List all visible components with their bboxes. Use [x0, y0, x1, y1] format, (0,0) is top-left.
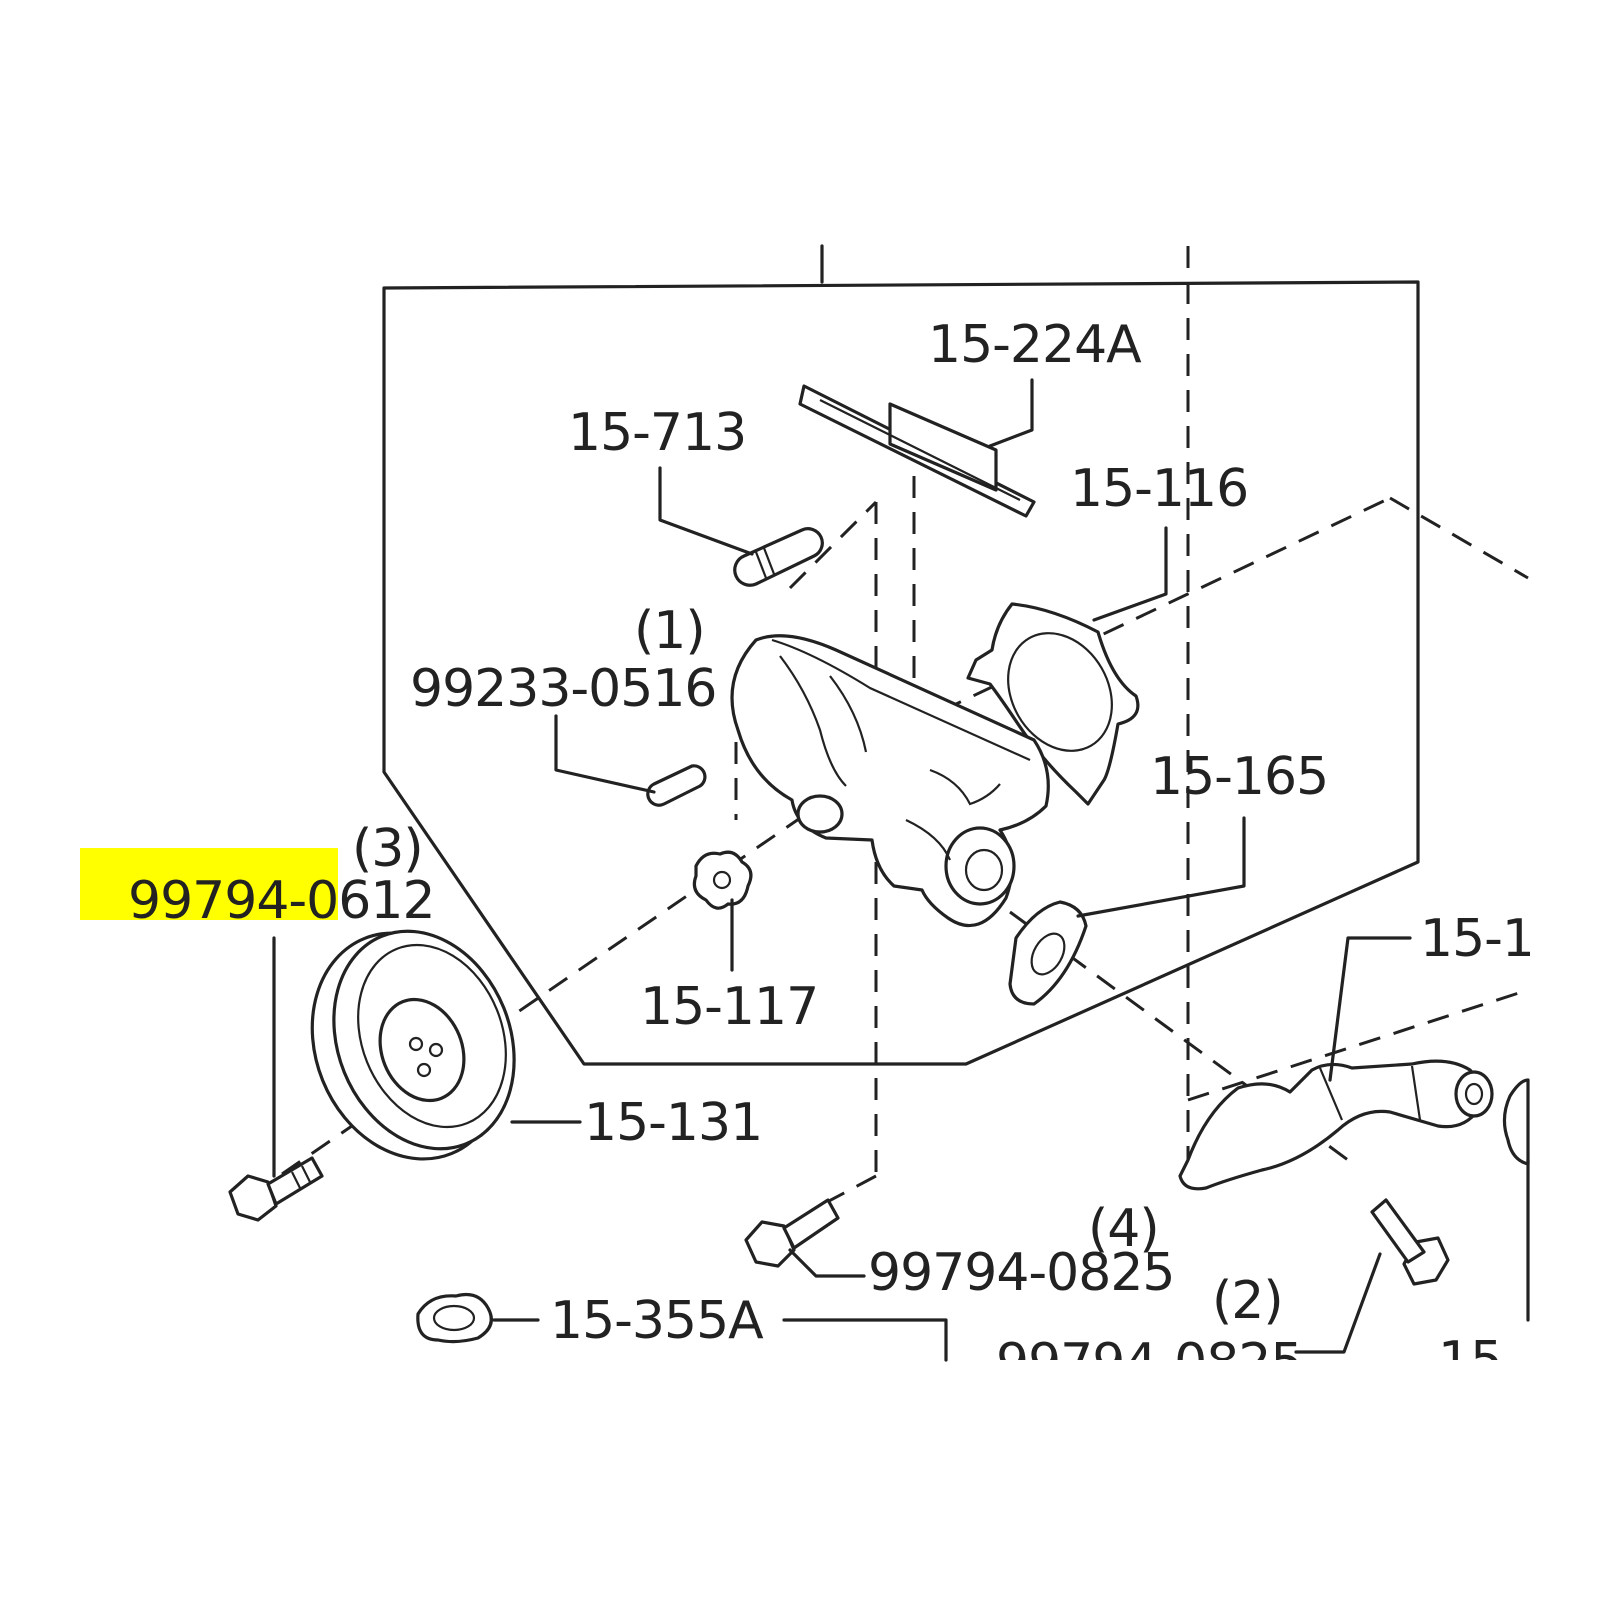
label-99794-0612-highlighted: 99794-06 — [128, 871, 370, 931]
part-water-pump-body — [730, 634, 1050, 928]
leader-15-224A — [988, 378, 1034, 448]
label-15-131: 15-131 — [584, 1093, 762, 1153]
label-15-355A: 15-355A — [550, 1291, 764, 1351]
label-ref-1: (1) — [634, 601, 705, 661]
label-15-partial-bottom: 15- — [1438, 1331, 1520, 1391]
leader-99233-0516 — [554, 714, 656, 794]
align-line-g — [788, 500, 878, 590]
label-99794-0612: 99794-0612 — [128, 871, 435, 931]
part-15-165-gasket — [1008, 900, 1088, 1006]
leader-15-355A-b — [782, 1318, 948, 1362]
label-99794-0825-a: 99794-0825 — [868, 1243, 1175, 1303]
leader-15-1-partial — [1328, 936, 1412, 1082]
label-ref-3: (3) — [352, 819, 423, 879]
leader-15-165 — [1076, 816, 1246, 918]
align-line-f — [1389, 496, 1529, 580]
label-ref-2: (2) — [1212, 1271, 1283, 1331]
align-line-j — [811, 1174, 877, 1212]
label-ref-4: (4) — [1088, 1199, 1159, 1259]
right-crop-mask — [1530, 240, 1600, 1370]
label-15-116: 15-116 — [1070, 459, 1248, 519]
label-99794-0612-rest: 12 — [370, 871, 434, 931]
part-99794-0825-bolt-a — [744, 1198, 840, 1268]
part-99794-0612-bolt — [228, 1156, 324, 1222]
label-99233-0516: 99233-0516 — [410, 659, 717, 719]
label-99794-0825-b: 99794-0825 — [996, 1333, 1303, 1393]
part-99794-0825-bolt-b — [1370, 1198, 1450, 1286]
part-number-highlight — [80, 848, 338, 920]
label-15-117: 15-117 — [640, 977, 818, 1037]
label-15-1-partial: 15-1 — [1420, 909, 1534, 969]
assembly-frame — [382, 280, 1420, 1066]
leader-99794-0825-b — [1294, 1252, 1382, 1354]
part-15-116-gasket — [966, 602, 1140, 806]
part-15-131-pulley — [310, 929, 516, 1161]
part-15-224A-gasket — [798, 384, 1036, 518]
part-99233-0516-pin — [646, 764, 707, 807]
align-line-e — [875, 496, 1391, 744]
part-15-713-pin — [733, 527, 824, 587]
leader-99794-0825-a — [788, 1248, 866, 1278]
label-15-713: 15-713 — [568, 403, 746, 463]
leader-15-116 — [1092, 526, 1168, 622]
part-15-117-fitting — [692, 850, 753, 910]
bottom-crop-region: 99794-0825 15- — [996, 1331, 1521, 1393]
leader-15-713 — [658, 466, 754, 556]
part-15-355A — [416, 1292, 493, 1344]
align-line-i — [1187, 988, 1529, 1102]
part-coolant-pipe — [1178, 1059, 1530, 1191]
label-15-224A: 15-224A — [928, 315, 1142, 375]
label-15-165: 15-165 — [1150, 747, 1328, 807]
